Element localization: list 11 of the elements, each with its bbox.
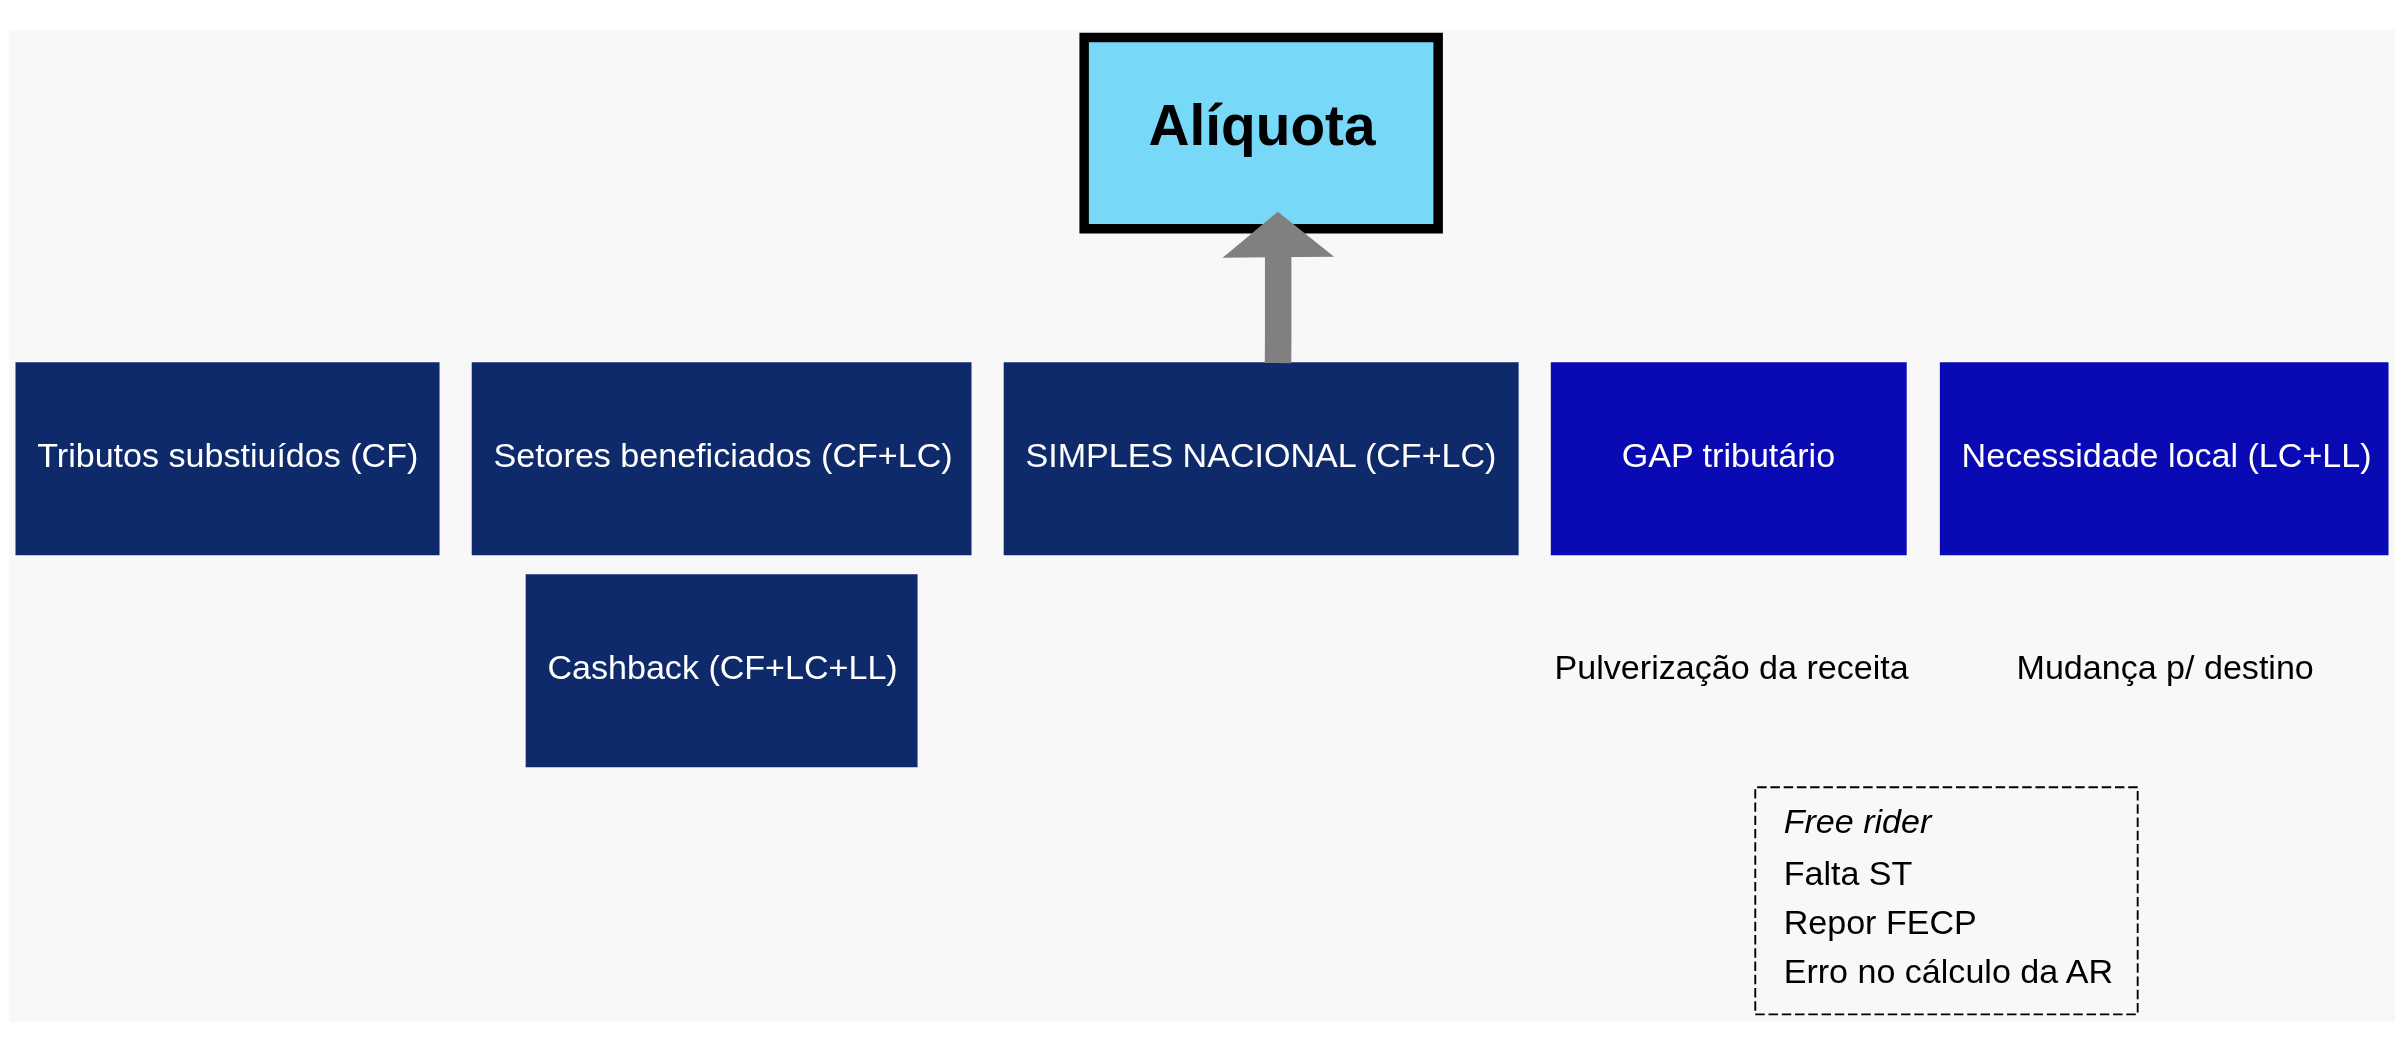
node-box: Alíquota — [1079, 32, 1443, 234]
node-box: Setores beneficiados (CF+LC) — [471, 362, 972, 556]
node-box: GAP tributário — [1550, 362, 1907, 556]
node-label: Pulverização da receita — [1554, 648, 1909, 687]
node-box: Tributos substiuídos (CF) — [15, 362, 440, 556]
node-box: Cashback (CF+LC+LL) — [525, 574, 918, 768]
node-box: SIMPLES NACIONAL (CF+LC) — [1003, 362, 1519, 556]
node-box: Necessidade local (LC+LL) — [1939, 362, 2389, 556]
node-label: Mudança p/ destino — [2016, 648, 2314, 687]
node-box: Free rider Falta ST Repor FECP Erro no cálculo da AR — [1754, 786, 2139, 1016]
arrow — [1222, 211, 1335, 364]
